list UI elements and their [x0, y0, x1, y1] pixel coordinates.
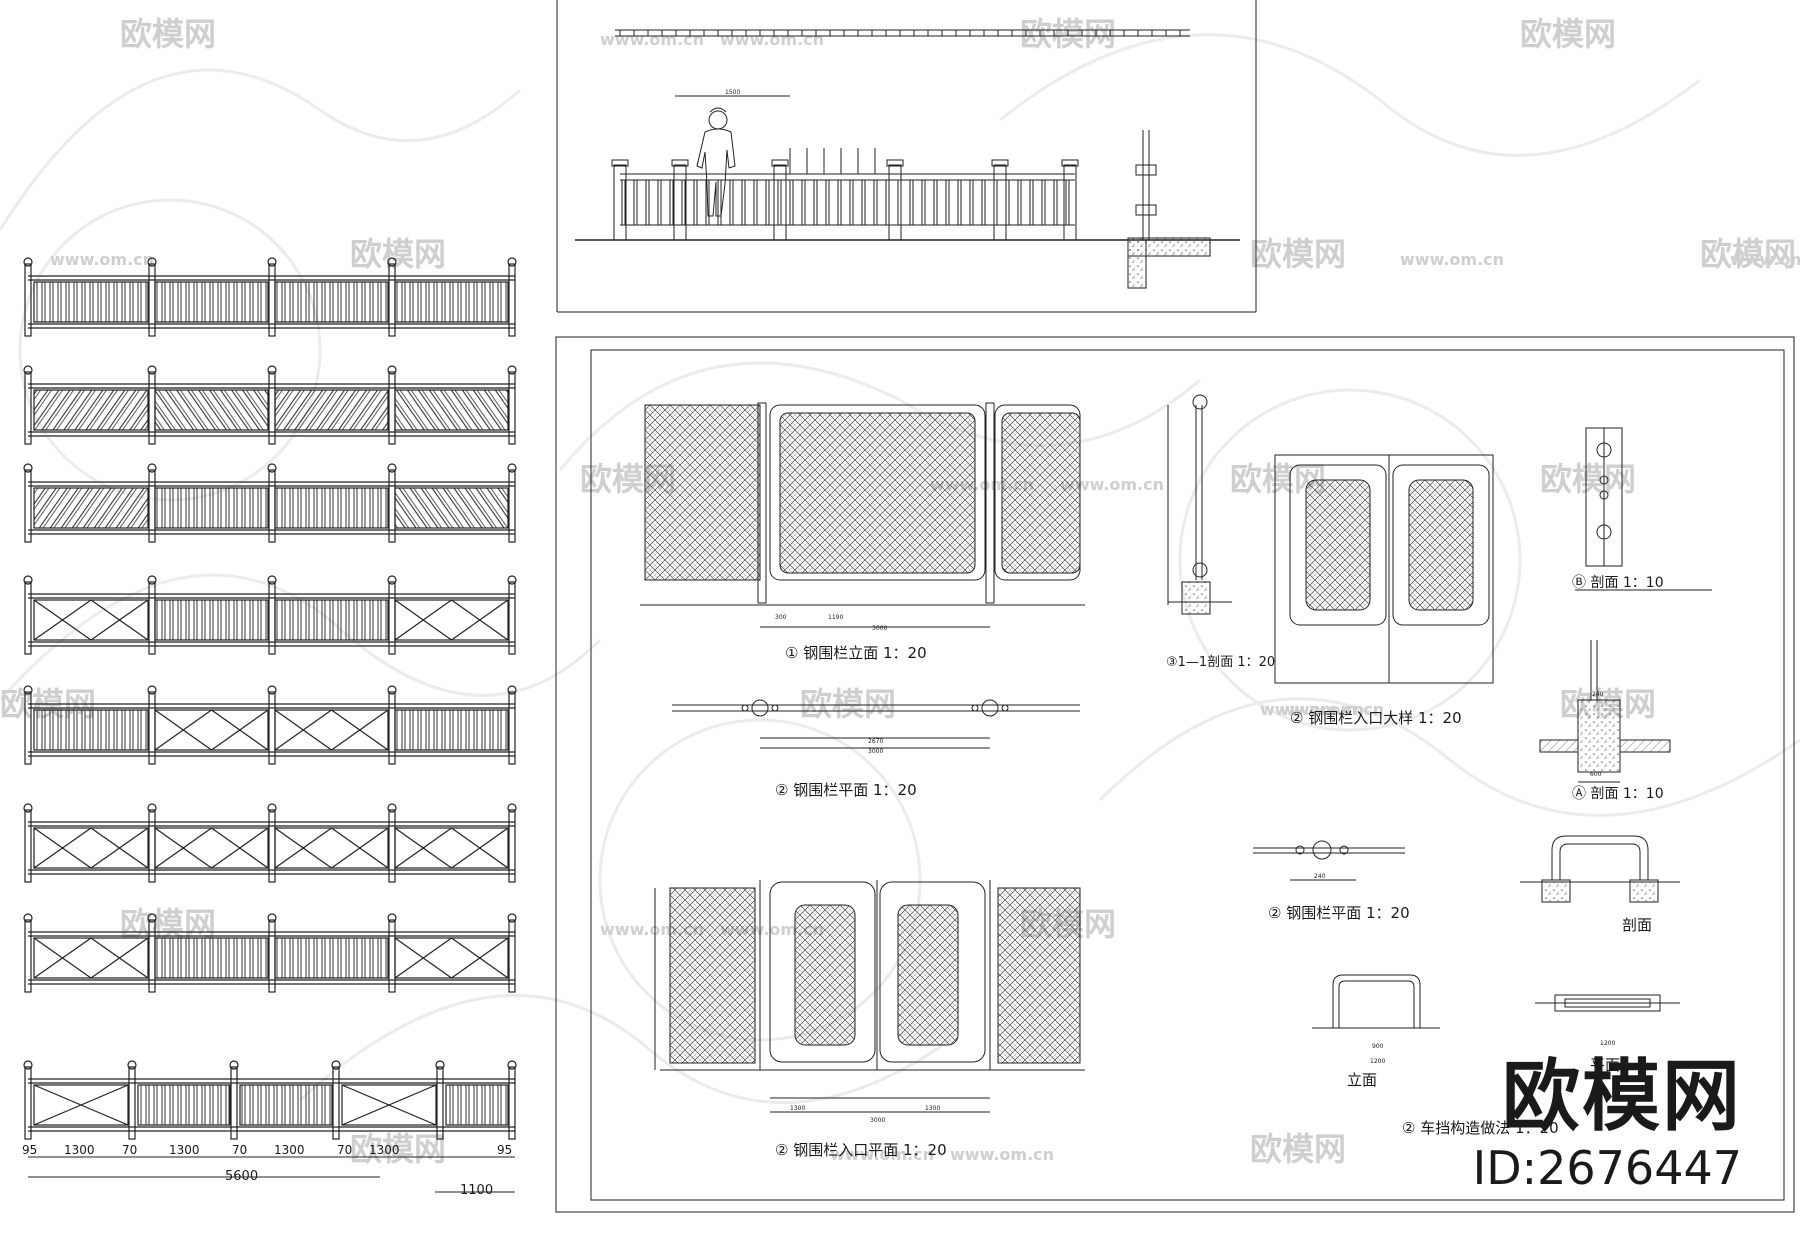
- left-dim-label: 95: [497, 1143, 512, 1157]
- railing-section-detail: [1127, 130, 1211, 289]
- watermark-brand: 欧模网: [800, 685, 896, 723]
- watermark-site: www.om.cn: [720, 30, 824, 49]
- left-dim-label: 1300: [369, 1143, 400, 1157]
- watermark-site: www.om.cn: [1060, 475, 1164, 494]
- watermark-site: www.om.cn: [50, 250, 154, 269]
- left-dim-label: 1300: [169, 1143, 200, 1157]
- left-dim-label: 1300: [64, 1143, 95, 1157]
- fence-elevation-drawing: [640, 402, 1085, 628]
- entry-gate-plan: [654, 880, 1085, 1113]
- dim-entry-c: 3000: [870, 1117, 885, 1124]
- title-entry-plan: ② 钢围栏入口平面 1：20: [775, 1141, 947, 1159]
- dim-entry-b: 1300: [925, 1105, 940, 1112]
- dim-be-b: 1200: [1370, 1058, 1385, 1065]
- watermark-brand: 欧模网: [1520, 15, 1616, 53]
- dim-elev-a: 300: [775, 614, 787, 621]
- brand-logo-text: 欧模网: [1501, 1052, 1742, 1142]
- dim-ps-a: 240: [1314, 873, 1326, 880]
- title-bollard-plan: 平面: [1590, 1056, 1620, 1074]
- drawing-labels: ① 钢围栏立面 1：20 ③1—1剖面 1：20 ② 钢围栏入口大样 1：20 …: [775, 575, 1664, 1159]
- main-sheet: [555, 336, 1795, 1213]
- watermark-brand: 欧模网: [1540, 460, 1636, 498]
- left-fence-row: [23, 803, 517, 883]
- left-dim-label: 95: [22, 1143, 37, 1157]
- section-a-detail: [1539, 640, 1671, 783]
- fence-plan: [672, 699, 1080, 749]
- title-elevation: ① 钢围栏立面 1：20: [785, 644, 927, 662]
- left-dim-label: 1300: [274, 1143, 305, 1157]
- dim-plan-a: 2670: [868, 738, 883, 745]
- watermark-site: www.om.cn: [1280, 700, 1384, 719]
- left-dim-post: 1100: [460, 1183, 493, 1198]
- left-dim-label: 70: [122, 1143, 137, 1157]
- dim-elev-b: 1190: [828, 614, 843, 621]
- dim-sa-b: 600: [1590, 771, 1602, 778]
- title-bollard-elev: 立面: [1347, 1071, 1377, 1089]
- watermark-site: www.om.cn: [1400, 250, 1504, 269]
- left-fence-row: [23, 257, 517, 337]
- left-fence-row: [23, 463, 517, 543]
- title-bollard-method: ② 车挡构造做法 1：20: [1402, 1119, 1559, 1137]
- left-dim-label: 70: [232, 1143, 247, 1157]
- left-fence-row: [23, 913, 517, 993]
- title-section-1-1: ③1—1剖面 1：20: [1166, 655, 1275, 670]
- section-b-detail: [1575, 427, 1712, 591]
- watermark-brand: 欧模网: [350, 1130, 446, 1168]
- watermark-site: www.om.cn: [830, 1145, 934, 1164]
- watermark-site: www.om.cn: [600, 30, 704, 49]
- title-section-b: Ⓑ 剖面 1：10: [1572, 575, 1664, 591]
- watermark-brand: 欧模网: [1700, 235, 1796, 273]
- left-fence-row: [23, 365, 517, 445]
- watermark-site: www.om.cn: [1730, 250, 1800, 269]
- title-entry-detail: ② 钢围栏入口大样 1：20: [1290, 709, 1462, 727]
- dim-entry-a: 1300: [790, 1105, 805, 1112]
- dim-plan-b: 3000: [868, 748, 883, 755]
- left-fence-row: [23, 685, 517, 765]
- watermark-site: www.om.cn: [1260, 700, 1364, 719]
- top-dim-value: 1500: [725, 89, 740, 96]
- dim-sa-a: 240: [1592, 691, 1604, 698]
- dim-be-a: 900: [1372, 1043, 1384, 1050]
- section-1-1: [1167, 394, 1232, 615]
- title-plan: ② 钢围栏平面 1：20: [775, 781, 917, 799]
- entry-gate-detail: [1274, 454, 1494, 684]
- bollard-details: [1312, 835, 1680, 1029]
- dim-bp-a: 1200: [1600, 1040, 1615, 1047]
- dim-elev-c: 3000: [872, 625, 887, 632]
- watermark-brand: 欧模网: [120, 15, 216, 53]
- watermark-brand: 欧模网: [1250, 1130, 1346, 1168]
- watermark-site: www.om.cn: [950, 1145, 1054, 1164]
- left-dimension-line: 95 1300 70 1300 70 1300 70 1300 95 5600 1100: [22, 1143, 515, 1198]
- title-section-a: Ⓐ 剖面 1：10: [1572, 786, 1664, 802]
- left-dim-label: 70: [337, 1143, 352, 1157]
- left-fence-row: [23, 1060, 517, 1140]
- title-bollard-section: 剖面: [1622, 916, 1652, 934]
- title-plan-small: ② 钢围栏平面 1：20: [1268, 904, 1410, 922]
- left-dim-total: 5600: [225, 1169, 258, 1184]
- watermark-brand: 欧模网: [1250, 235, 1346, 273]
- left-fence-row: [23, 575, 517, 655]
- fence-plan-small: [1253, 840, 1405, 881]
- human-figure: [696, 107, 736, 217]
- left-railing-elevations: [23, 257, 517, 1140]
- brand-id: ID:2676447: [1472, 1141, 1742, 1195]
- watermark-brand: 欧模网: [350, 235, 446, 273]
- watermark-brand: 欧模网: [120, 905, 216, 943]
- top-sheet: 1500: [556, 0, 1257, 313]
